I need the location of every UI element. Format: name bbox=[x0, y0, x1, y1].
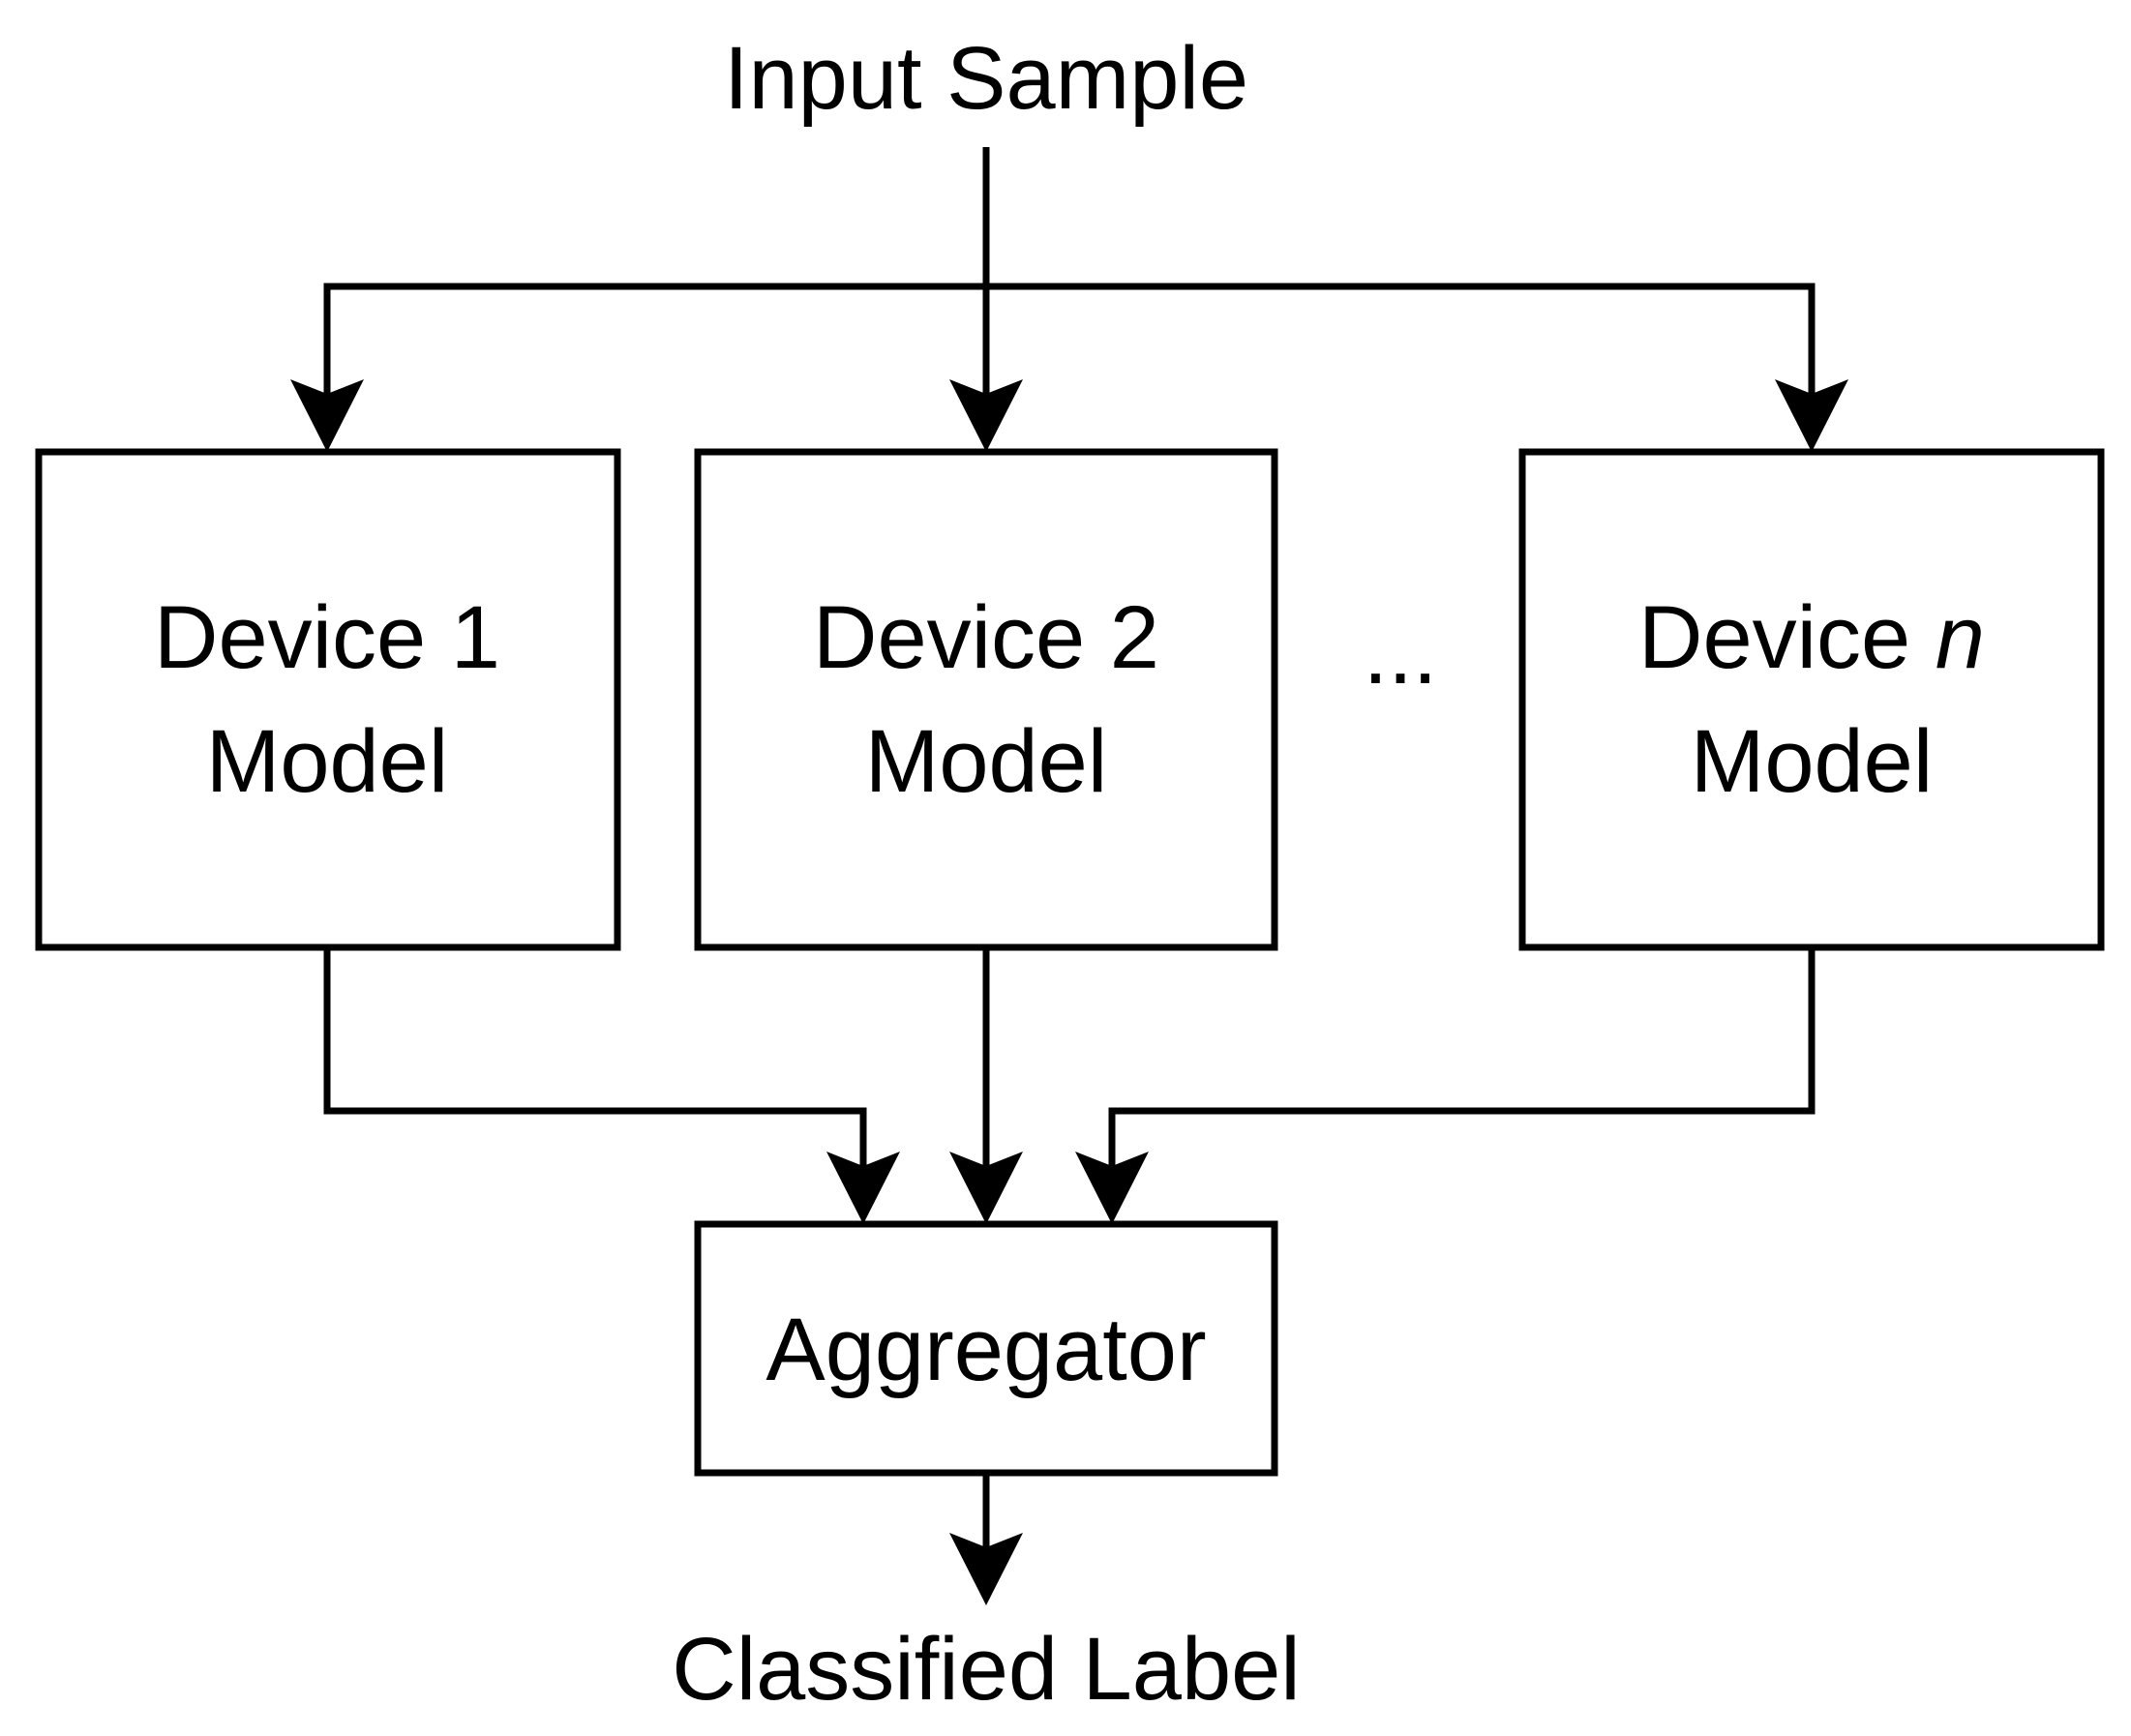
arrow-to-device-2 bbox=[949, 379, 1023, 452]
device-1-title: Device 1 bbox=[154, 588, 500, 687]
device-n-model-box: Device n Model bbox=[1518, 448, 2105, 951]
device-2-prefix: Device bbox=[813, 588, 1110, 687]
arrow-from-device-n bbox=[1075, 1152, 1149, 1224]
arrow-from-device-2 bbox=[949, 1152, 1023, 1224]
input-connectors bbox=[290, 147, 1848, 452]
device-n-prefix: Device bbox=[1638, 588, 1936, 687]
input-branch-line bbox=[323, 283, 1816, 397]
device-2-index: 2 bbox=[1110, 588, 1159, 687]
device-2-title: Device 2 bbox=[813, 588, 1159, 687]
aggregation-connectors bbox=[323, 947, 1816, 1224]
device-n-model-label: Model bbox=[1691, 712, 1934, 811]
aggregator-label: Aggregator bbox=[765, 1301, 1206, 1399]
output-connector bbox=[949, 1473, 1023, 1605]
device-n-title: Device n bbox=[1638, 588, 1985, 687]
aggregator-box: Aggregator bbox=[694, 1220, 1278, 1477]
device-1-model-label: Model bbox=[206, 712, 449, 811]
device-1-to-aggregator-line bbox=[323, 947, 867, 1168]
device-n-to-aggregator-line bbox=[1108, 947, 1816, 1168]
arrow-to-output bbox=[949, 1533, 1023, 1605]
device-n-index: n bbox=[1936, 588, 1985, 687]
device-2-model-box: Device 2 Model bbox=[694, 448, 1278, 951]
device-1-index: 1 bbox=[451, 588, 500, 687]
device-1-prefix: Device bbox=[154, 588, 451, 687]
ellipsis-label: ... bbox=[1364, 604, 1438, 703]
arrow-from-device-1 bbox=[826, 1152, 900, 1224]
input-sample-label: Input Sample bbox=[724, 29, 1248, 128]
arrow-to-device-1 bbox=[290, 379, 364, 452]
arrow-to-device-n bbox=[1775, 379, 1848, 452]
device-2-model-label: Model bbox=[865, 712, 1108, 811]
device-1-model-box: Device 1 Model bbox=[35, 448, 621, 951]
classified-label-text: Classified Label bbox=[672, 1620, 1300, 1719]
